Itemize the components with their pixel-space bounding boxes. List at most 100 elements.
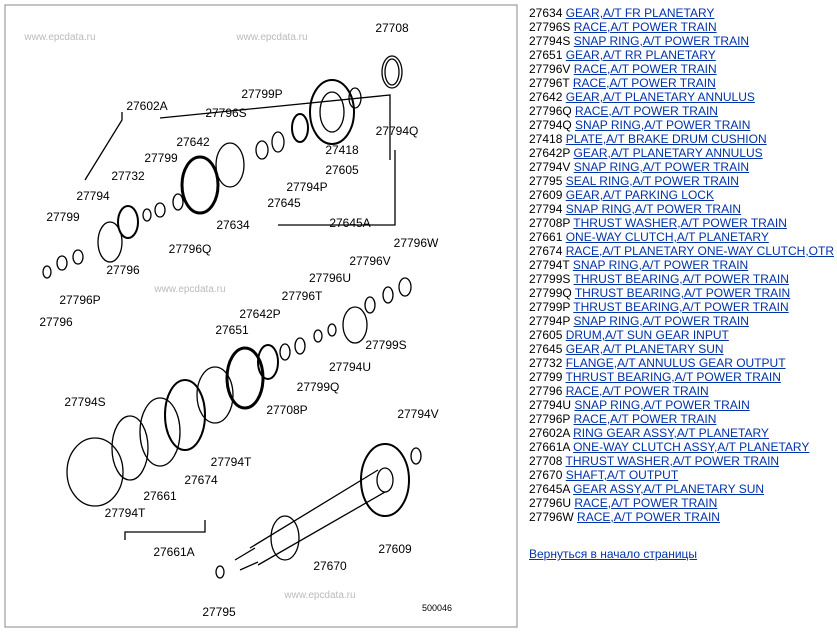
part-name-link[interactable]: RACE,A/T PLANETARY ONE-WAY CLUTCH,OTR — [565, 244, 834, 258]
callout-27661: 27661 — [143, 489, 177, 503]
part-name-link[interactable]: SHAFT,A/T OUTPUT — [565, 468, 679, 482]
part-name-link[interactable]: RACE,A/T POWER TRAIN — [573, 412, 717, 426]
callout-27651: 27651 — [215, 323, 249, 337]
part-code: 27708 — [529, 454, 563, 468]
part-code: 27794U — [529, 398, 572, 412]
part-code: 27418 — [529, 132, 563, 146]
part-name-link[interactable]: RING GEAR ASSY,A/T PLANETARY — [573, 426, 769, 440]
part-code: 27674 — [529, 244, 563, 258]
callout-27796: 27796 — [106, 263, 140, 277]
part-row: 27795 SEAL RING,A/T POWER TRAIN — [529, 174, 834, 188]
figure-code: 500046 — [422, 603, 452, 613]
callout-27670: 27670 — [313, 559, 347, 573]
part-name-link[interactable]: GEAR,A/T RR PLANETARY — [565, 48, 716, 62]
part-row: 27799P THRUST BEARING,A/T POWER TRAIN — [529, 300, 834, 314]
part-code: 27634 — [529, 6, 563, 20]
part-row: 27794U SNAP RING,A/T POWER TRAIN — [529, 398, 834, 412]
part-name-link[interactable]: SEAL RING,A/T POWER TRAIN — [565, 174, 739, 188]
part-name-link[interactable]: GEAR,A/T PLANETARY ANNULUS — [573, 146, 763, 160]
part-name-link[interactable]: ONE-WAY CLUTCH,A/T PLANETARY — [565, 230, 769, 244]
part-row: 27796T RACE,A/T POWER TRAIN — [529, 76, 834, 90]
part-name-link[interactable]: SNAP RING,A/T POWER TRAIN — [575, 118, 751, 132]
part-row: 27794V SNAP RING,A/T POWER TRAIN — [529, 160, 834, 174]
callout-27674: 27674 — [184, 473, 218, 487]
part-code: 27794Q — [529, 118, 572, 132]
callout-27794u: 27794U — [329, 360, 371, 374]
part-code: 27708P — [529, 216, 571, 230]
part-row: 27708P THRUST WASHER,A/T POWER TRAIN — [529, 216, 834, 230]
part-name-link[interactable]: GEAR,A/T PLANETARY ANNULUS — [565, 90, 755, 104]
part-name-link[interactable]: THRUST BEARING,A/T POWER TRAIN — [565, 370, 781, 384]
part-code: 27796 — [529, 384, 563, 398]
part-code: 27642P — [529, 146, 571, 160]
part-code: 27796W — [529, 510, 574, 524]
part-name-link[interactable]: SNAP RING,A/T POWER TRAIN — [573, 314, 749, 328]
part-row: 27796P RACE,A/T POWER TRAIN — [529, 412, 834, 426]
part-row: 27645A GEAR ASSY,A/T PLANETARY SUN — [529, 482, 834, 496]
part-code: 27796V — [529, 62, 571, 76]
part-code: 27670 — [529, 468, 563, 482]
part-code: 27796S — [529, 20, 571, 34]
part-name-link[interactable]: GEAR,A/T PLANETARY SUN — [565, 342, 724, 356]
callout-27796v: 27796V — [349, 254, 390, 268]
watermark-text: www.epcdata.ru — [283, 590, 355, 601]
part-name-link[interactable]: THRUST BEARING,A/T POWER TRAIN — [573, 300, 789, 314]
part-name-link[interactable]: THRUST WASHER,A/T POWER TRAIN — [573, 216, 787, 230]
callout-27799s: 27799S — [365, 338, 406, 352]
part-name-link[interactable]: RACE,A/T POWER TRAIN — [575, 104, 718, 118]
part-name-link[interactable]: GEAR,A/T FR PLANETARY — [565, 6, 715, 20]
watermark-text: www.epcdata.ru — [153, 284, 225, 295]
part-row: 27794P SNAP RING,A/T POWER TRAIN — [529, 314, 834, 328]
callout-27661a: 27661A — [153, 545, 194, 559]
part-name-link[interactable]: GEAR ASSY,A/T PLANETARY SUN — [573, 482, 765, 496]
callout-27795: 27795 — [202, 605, 236, 619]
part-name-link[interactable]: FLANGE,A/T ANNULUS GEAR OUTPUT — [565, 356, 786, 370]
callout-27708: 27708 — [375, 21, 409, 35]
part-name-link[interactable]: SNAP RING,A/T POWER TRAIN — [573, 34, 750, 48]
part-name-link[interactable]: RACE,A/T POWER TRAIN — [572, 76, 716, 90]
part-code: 27642 — [529, 90, 563, 104]
callout-27602a: 27602A — [126, 99, 167, 113]
part-name-link[interactable]: DRUM,A/T SUN GEAR INPUT — [565, 328, 729, 342]
part-code: 27799P — [529, 300, 571, 314]
part-row: 27670 SHAFT,A/T OUTPUT — [529, 468, 834, 482]
callout-27794t: 27794T — [211, 455, 252, 469]
diagram-border — [4, 4, 518, 628]
callout-27796w: 27796W — [394, 236, 439, 250]
part-name-link[interactable]: THRUST WASHER,A/T POWER TRAIN — [565, 454, 780, 468]
callout-27794s: 27794S — [64, 395, 105, 409]
part-name-link[interactable]: PLATE,A/T BRAKE DRUM CUSHION — [565, 132, 767, 146]
part-code: 27794T — [529, 258, 570, 272]
part-row: 27609 GEAR,A/T PARKING LOCK — [529, 188, 834, 202]
callout-27708p: 27708P — [266, 403, 307, 417]
callout-27796p: 27796P — [59, 293, 100, 307]
part-name-link[interactable]: SNAP RING,A/T POWER TRAIN — [574, 398, 750, 412]
part-code: 27794 — [529, 202, 563, 216]
part-row: 27796S RACE,A/T POWER TRAIN — [529, 20, 834, 34]
callout-27796u: 27796U — [309, 271, 351, 285]
part-row: 27418 PLATE,A/T BRAKE DRUM CUSHION — [529, 132, 834, 146]
part-name-link[interactable]: SNAP RING,A/T POWER TRAIN — [573, 160, 750, 174]
part-code: 27661A — [529, 440, 570, 454]
part-name-link[interactable]: RACE,A/T POWER TRAIN — [574, 496, 718, 510]
watermark-text: www.epcdata.ru — [23, 32, 95, 43]
part-code: 27799Q — [529, 286, 572, 300]
callout-27642p: 27642P — [239, 307, 280, 321]
part-name-link[interactable]: RACE,A/T POWER TRAIN — [577, 510, 720, 524]
part-name-link[interactable]: THRUST BEARING,A/T POWER TRAIN — [574, 286, 791, 300]
part-row: 27645 GEAR,A/T PLANETARY SUN — [529, 342, 834, 356]
back-to-top-link[interactable]: Вернуться в начало страницы — [529, 547, 698, 561]
part-name-link[interactable]: ONE-WAY CLUTCH ASSY,A/T PLANETARY — [573, 440, 810, 454]
part-row: 27642 GEAR,A/T PLANETARY ANNULUS — [529, 90, 834, 104]
part-code: 27796Q — [529, 104, 572, 118]
callout-27642: 27642 — [176, 135, 210, 149]
part-name-link[interactable]: THRUST BEARING,A/T POWER TRAIN — [573, 272, 789, 286]
part-name-link[interactable]: SNAP RING,A/T POWER TRAIN — [565, 202, 742, 216]
part-name-link[interactable]: SNAP RING,A/T POWER TRAIN — [572, 258, 749, 272]
part-name-link[interactable]: RACE,A/T POWER TRAIN — [573, 62, 717, 76]
part-name-link[interactable]: RACE,A/T POWER TRAIN — [565, 384, 709, 398]
part-code: 27645A — [529, 482, 570, 496]
part-name-link[interactable]: GEAR,A/T PARKING LOCK — [565, 188, 714, 202]
part-row: 27661 ONE-WAY CLUTCH,A/T PLANETARY — [529, 230, 834, 244]
part-name-link[interactable]: RACE,A/T POWER TRAIN — [573, 20, 717, 34]
